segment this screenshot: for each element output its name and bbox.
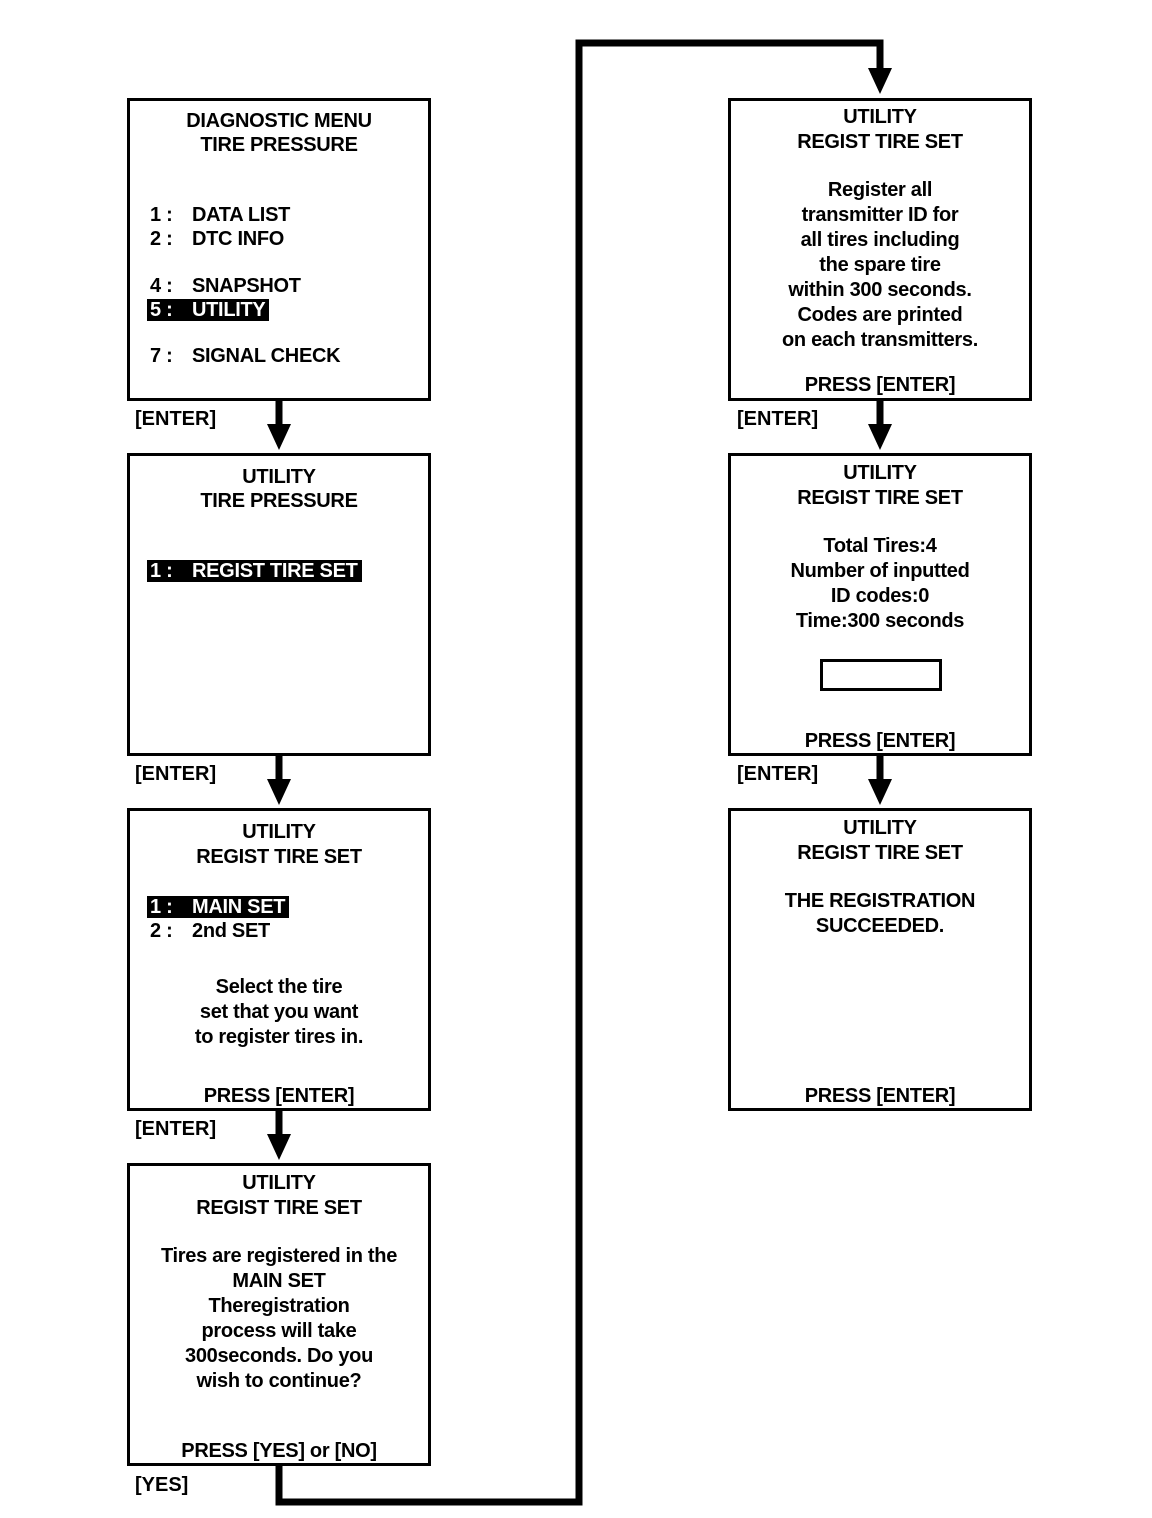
- selection-highlight: 5 : UTILITY: [147, 299, 270, 321]
- screen-subtitle: REGIST TIRE SET: [196, 846, 362, 868]
- screen-utility-tire-pressure: UTILITY TIRE PRESSURE 1 : REGIST TIRE SET: [127, 453, 431, 756]
- menu-item-regist-tire-set-selected[interactable]: 1 : REGIST TIRE SET: [147, 559, 362, 583]
- arrowhead-3: [267, 1134, 291, 1160]
- label-enter-1: [ENTER]: [135, 408, 217, 430]
- body-line: the spare tire: [819, 254, 941, 276]
- press-prompt: PRESS [ENTER]: [203, 1085, 355, 1107]
- menu-item-label: SNAPSHOT: [192, 275, 301, 297]
- screen-diagnostic-menu: DIAGNOSTIC MENU TIRE PRESSURE 1 : DATA LI…: [127, 98, 431, 401]
- press-prompt: PRESS [ENTER]: [804, 1085, 956, 1107]
- label-enter-5: [ENTER]: [737, 408, 819, 430]
- screen-title: UTILITY: [843, 817, 917, 839]
- body-line: Codes are printed: [797, 304, 963, 326]
- screen-select-tire-set: UTILITY REGIST TIRE SET 1 :MAIN SET 2 :2…: [127, 808, 431, 1111]
- id-codes-text: ID codes:0: [830, 585, 930, 607]
- menu-item-label: DTC INFO: [192, 228, 285, 250]
- menu-item-snapshot[interactable]: 4 : SNAPSHOT: [150, 274, 301, 298]
- press-prompt: PRESS [ENTER]: [804, 730, 956, 752]
- label-yes: [YES]: [135, 1474, 189, 1496]
- press-prompt: PRESS [YES] or [NO]: [181, 1440, 377, 1462]
- menu-item-number: 2 :: [150, 228, 173, 250]
- menu-item-label: UTILITY: [192, 299, 266, 321]
- menu-item-label: MAIN SET: [192, 896, 286, 918]
- menu-item-utility-selected[interactable]: 5 : UTILITY: [147, 298, 270, 322]
- screen-subtitle: TIRE PRESSURE: [200, 134, 358, 156]
- time-remaining-text: Time:300 seconds: [795, 610, 965, 632]
- body-line: THE REGISTRATION: [784, 890, 976, 912]
- screen-registration-progress: UTILITY REGIST TIRE SET Total Tires:4 Nu…: [728, 453, 1032, 756]
- screen-title: DIAGNOSTIC MENU: [186, 110, 372, 132]
- screen-title: UTILITY: [242, 1172, 316, 1194]
- press-prompt: PRESS [ENTER]: [804, 374, 956, 396]
- menu-item-number: 5 :: [150, 299, 173, 321]
- menu-item-number: 1 :: [150, 560, 173, 582]
- screen-confirm-registration: UTILITY REGIST TIRE SET Tires are regist…: [127, 1163, 431, 1466]
- menu-item-data-list[interactable]: 1 : DATA LIST: [150, 203, 290, 227]
- body-line: MAIN SET: [232, 1270, 326, 1292]
- menu-item-label: DATA LIST: [192, 204, 291, 226]
- menu-item-main-set-selected[interactable]: 1 : MAIN SET: [147, 895, 290, 919]
- arrowhead-1: [267, 424, 291, 450]
- label-enter-2: [ENTER]: [135, 763, 217, 785]
- arrowhead-6: [868, 779, 892, 805]
- menu-item-number: 1 :: [150, 896, 173, 918]
- screen-subtitle: REGIST TIRE SET: [797, 842, 963, 864]
- screen-registration-success: UTILITY REGIST TIRE SET THE REGISTRATION…: [728, 808, 1032, 1111]
- menu-item-number: 2 :: [150, 920, 173, 942]
- screen-subtitle: REGIST TIRE SET: [196, 1197, 362, 1219]
- body-line: set that you want: [199, 1001, 359, 1023]
- body-line: Register all: [827, 179, 933, 201]
- id-code-input-field[interactable]: [820, 659, 942, 691]
- body-line: 300seconds. Do you: [185, 1345, 373, 1367]
- menu-item-2nd-set[interactable]: 2 : 2nd SET: [150, 919, 270, 943]
- screen-title: UTILITY: [843, 106, 917, 128]
- body-line: to register tires in.: [194, 1026, 364, 1048]
- total-tires-text: Total Tires:4: [823, 535, 937, 557]
- body-line: Tires are registered in the: [160, 1245, 398, 1267]
- screen-register-instructions: UTILITY REGIST TIRE SET Register all tra…: [728, 98, 1032, 401]
- label-enter-6: [ENTER]: [737, 763, 819, 785]
- screen-title: UTILITY: [843, 462, 917, 484]
- label-enter-3: [ENTER]: [135, 1118, 217, 1140]
- body-line: wish to continue?: [196, 1370, 362, 1392]
- screen-title: UTILITY: [242, 466, 316, 488]
- selection-highlight: 1 : REGIST TIRE SET: [147, 560, 362, 582]
- body-line: on each transmitters.: [782, 329, 978, 351]
- body-line: all tires including: [800, 229, 960, 251]
- screen-subtitle: TIRE PRESSURE: [200, 490, 358, 512]
- menu-item-label: REGIST TIRE SET: [192, 560, 358, 582]
- menu-item-signal-check[interactable]: 7 : SIGNAL CHECK: [150, 344, 341, 368]
- arrowhead-2: [267, 779, 291, 805]
- screen-subtitle: REGIST TIRE SET: [797, 487, 963, 509]
- menu-item-number: 1 :: [150, 204, 173, 226]
- menu-item-label: SIGNAL CHECK: [192, 345, 341, 367]
- body-line: Select the tire: [215, 976, 343, 998]
- body-line: transmitter ID for: [801, 204, 959, 226]
- body-line: process will take: [201, 1320, 357, 1342]
- arrowhead-4: [868, 68, 892, 94]
- body-line: Theregistration: [208, 1295, 350, 1317]
- screen-title: UTILITY: [242, 821, 316, 843]
- menu-item-label: 2nd SET: [192, 920, 270, 942]
- body-line: within 300 seconds.: [788, 279, 972, 301]
- selection-highlight: 1 : MAIN SET: [147, 896, 290, 918]
- connector-yes: [275, 39, 884, 1506]
- screen-subtitle: REGIST TIRE SET: [797, 131, 963, 153]
- menu-item-number: 4 :: [150, 275, 173, 297]
- menu-item-dtc-info[interactable]: 2 : DTC INFO: [150, 227, 284, 251]
- body-line: SUCCEEDED.: [815, 915, 945, 937]
- inputted-count-text: Number of inputted: [790, 560, 970, 582]
- menu-item-number: 7 :: [150, 345, 173, 367]
- arrowhead-5: [868, 424, 892, 450]
